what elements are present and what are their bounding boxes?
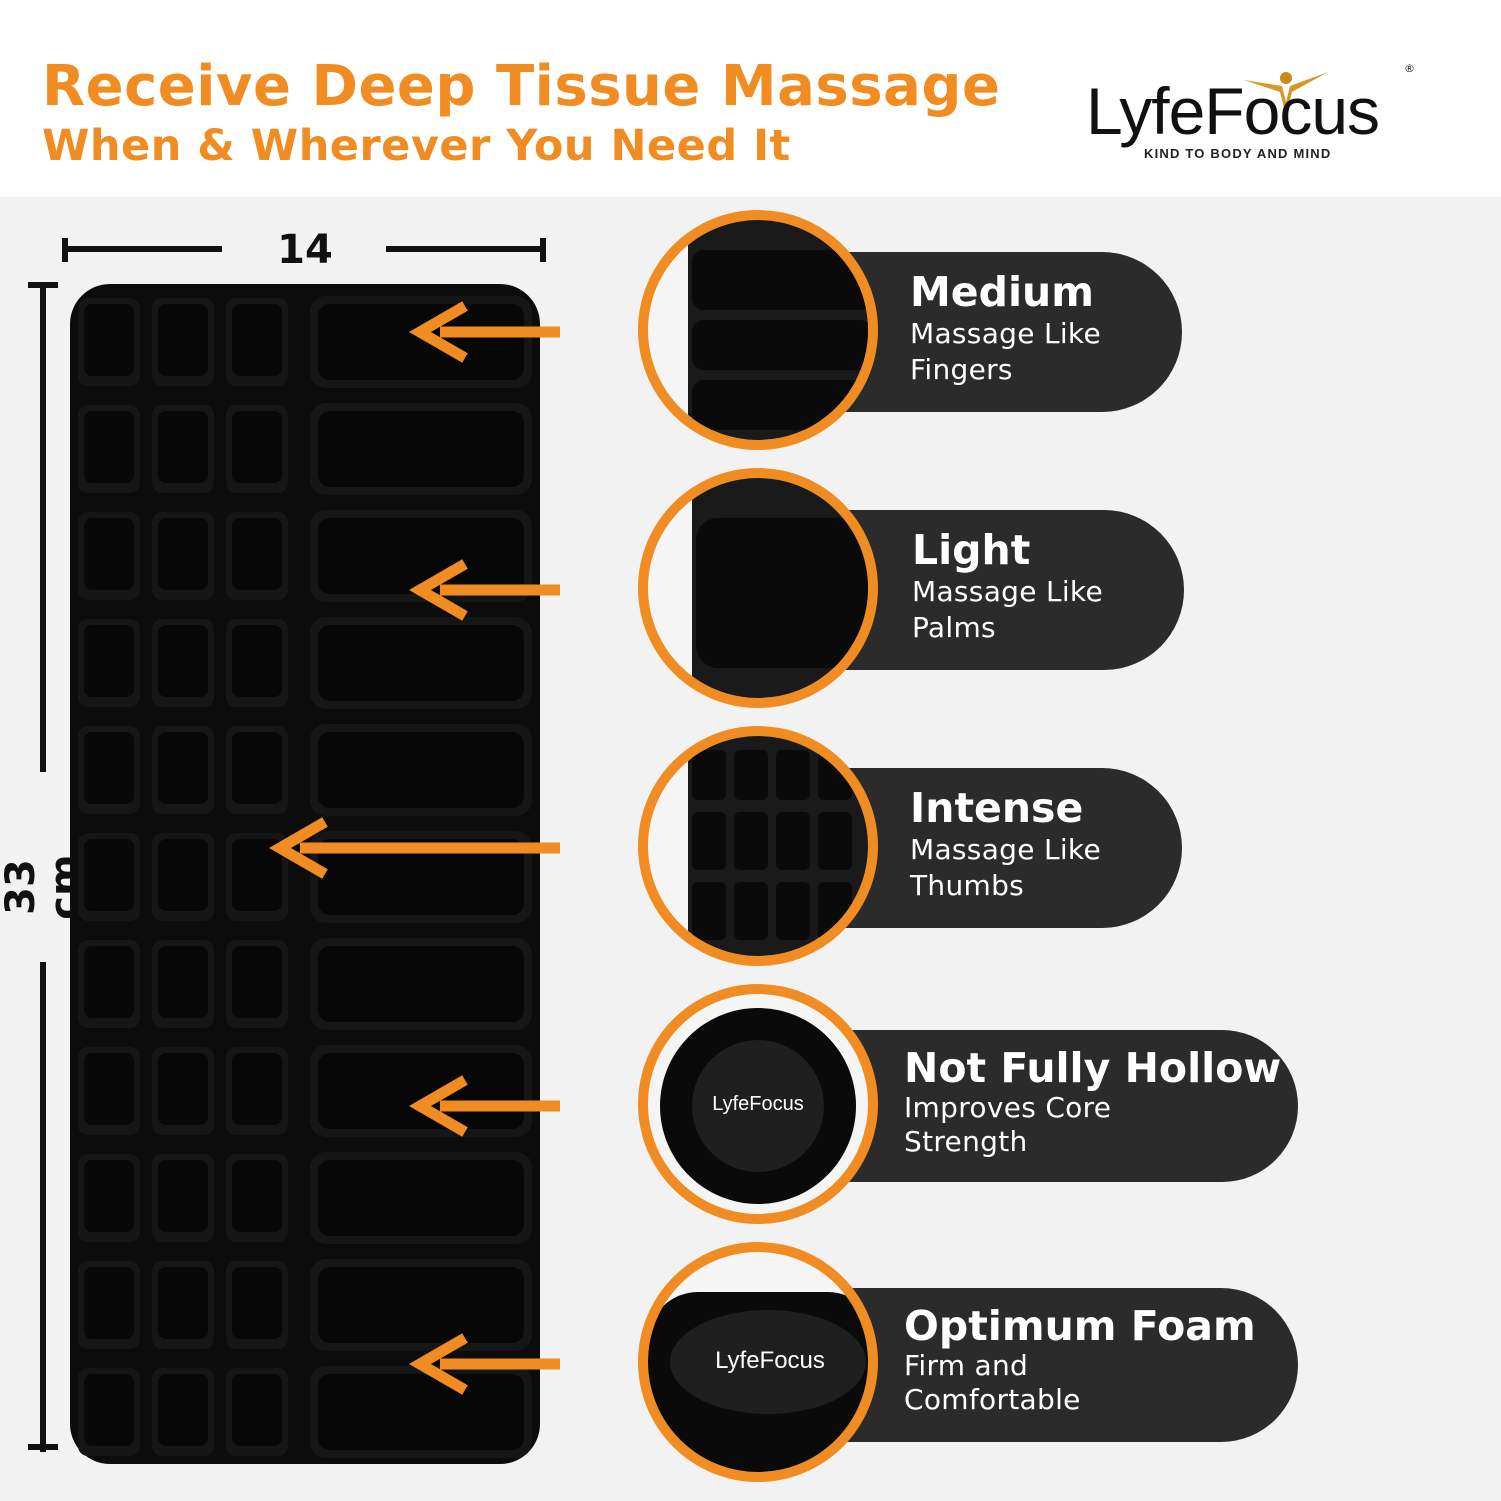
feature-intense: Intense Massage Like Thumbs bbox=[638, 726, 1308, 976]
feature-line1: Improves Core bbox=[904, 1091, 1112, 1124]
logo-wordmark: LyfeFocus bbox=[1086, 74, 1380, 148]
end-cap-image: LyfeFocus bbox=[648, 994, 868, 1214]
feature-title: Medium bbox=[910, 268, 1094, 316]
end-cap-logo-wordmark: LyfeFocus bbox=[712, 1093, 804, 1115]
feature-line2: Palms bbox=[912, 611, 996, 644]
headline-block: Receive Deep Tissue Massage When & Where… bbox=[42, 52, 1000, 170]
feature-line2: Thumbs bbox=[910, 869, 1025, 902]
feature-zoom-circle bbox=[638, 210, 878, 450]
feature-zoom-circle: LyfeFocus bbox=[638, 984, 878, 1224]
height-dimension-line bbox=[28, 282, 58, 1452]
palm-closeup-image bbox=[648, 478, 868, 698]
width-dimension-line bbox=[62, 238, 546, 262]
feature-line1: Firm and bbox=[904, 1349, 1029, 1382]
feature-line1: Massage Like bbox=[910, 833, 1101, 866]
feature-line1: Massage Like bbox=[912, 575, 1103, 608]
feature-zoom-circle bbox=[638, 468, 878, 708]
foam-end-logo-wordmark: LyfeFocus bbox=[715, 1347, 825, 1374]
headline: Receive Deep Tissue Massage bbox=[42, 54, 1001, 119]
feature-title: Intense bbox=[910, 784, 1084, 832]
nodule-closeup-image bbox=[648, 736, 868, 956]
feature-title: Optimum Foam bbox=[904, 1302, 1256, 1350]
feature-line1: Massage Like bbox=[910, 317, 1101, 350]
feature-zoom-circle bbox=[638, 726, 878, 966]
feature-optimum-foam: Optimum Foam Firm and Comfortable LyfeFo… bbox=[638, 1242, 1308, 1492]
subheadline: When & Wherever You Need It bbox=[42, 121, 791, 171]
feature-not-fully-hollow: Not Fully Hollow Improves Core Strength … bbox=[638, 984, 1308, 1234]
header-band: Receive Deep Tissue Massage When & Where… bbox=[0, 0, 1501, 197]
brand-logo: LyfeFocus ® KIND TO BODY AND MIND bbox=[1086, 62, 1426, 172]
feature-line2: Fingers bbox=[910, 353, 1013, 386]
figure-logo-icon bbox=[1244, 72, 1328, 116]
feature-light: Light Massage Like Palms bbox=[638, 468, 1308, 718]
width-dimension: 14 cm bbox=[60, 228, 550, 316]
logo-tagline: KIND TO BODY AND MIND bbox=[1144, 146, 1332, 161]
foam-end-image: LyfeFocus bbox=[648, 1252, 868, 1472]
feature-title: Light bbox=[912, 526, 1031, 574]
feature-line2: Strength bbox=[904, 1125, 1028, 1158]
arrow-connectors bbox=[269, 301, 560, 1395]
feature-medium: Medium Massage Like Fingers bbox=[638, 210, 1308, 460]
foam-roller-image bbox=[70, 284, 540, 1464]
registered-mark: ® bbox=[1404, 62, 1415, 75]
ridge-closeup-image bbox=[648, 220, 868, 440]
height-dimension: 33 cm bbox=[0, 278, 88, 1454]
feature-line2: Comfortable bbox=[904, 1383, 1081, 1416]
feature-zoom-circle: LyfeFocus bbox=[638, 1242, 878, 1482]
roller-texture bbox=[78, 296, 532, 1458]
feature-title: Not Fully Hollow bbox=[904, 1044, 1282, 1092]
